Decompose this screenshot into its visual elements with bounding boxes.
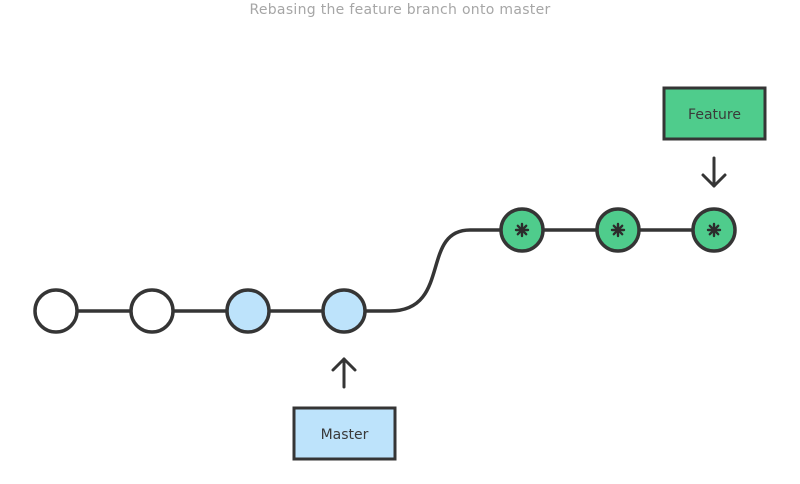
- master-label-text: Master: [321, 427, 369, 443]
- commit-c3: [225, 288, 271, 334]
- feature-label-text: Feature: [688, 107, 741, 123]
- asterisk-icon: [706, 222, 722, 238]
- commit-c6: [595, 207, 641, 253]
- edge-c4-c5-curve: [342, 228, 524, 313]
- commit-c7: [691, 207, 737, 253]
- arrow-down-icon: [701, 156, 727, 188]
- commit-c2: [129, 288, 175, 334]
- asterisk-icon: [514, 222, 530, 238]
- asterisk-icon: [610, 222, 626, 238]
- commit-c5: [499, 207, 545, 253]
- commit-c1: [33, 288, 79, 334]
- feature-branch-label: Feature: [662, 86, 767, 141]
- diagram-caption: Rebasing the feature branch onto master: [249, 2, 551, 18]
- commit-c4: [321, 288, 367, 334]
- arrow-up-icon: [331, 357, 357, 389]
- master-branch-label: Master: [292, 406, 397, 461]
